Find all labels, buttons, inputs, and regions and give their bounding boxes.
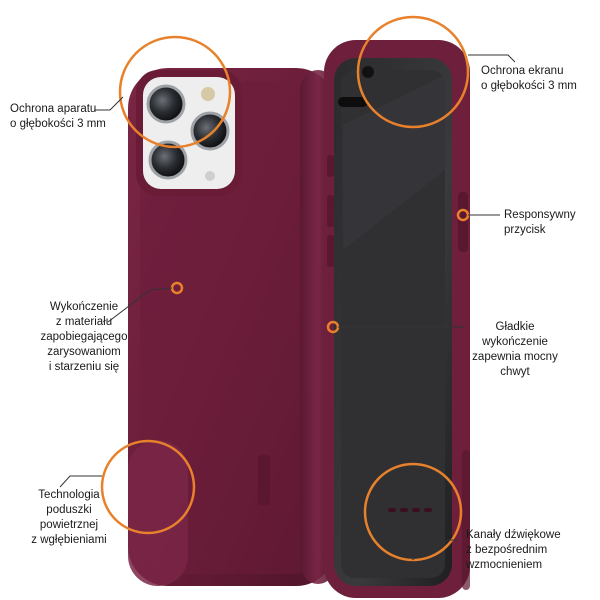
camera-module xyxy=(136,70,242,196)
camera-protection-label: Ochrona aparatu o głębokości 3 mm xyxy=(10,103,106,130)
responsive-button-label: Responsywny przycisk xyxy=(504,209,576,236)
airbag-technology-label: Technologia poduszki powietrznej z wgłęb… xyxy=(31,489,107,546)
camera-callout-circle xyxy=(118,35,232,149)
sound-channels-label: Kanały dźwiękowe z bezpośrednim wzmocnie… xyxy=(466,529,561,571)
screen-protection-label: Ochrona ekranu o głębokości 3 mm xyxy=(481,65,577,92)
smooth-grip-label: Gładkie wykończenie zapewnia mocny chwyt xyxy=(472,321,558,378)
phone-back-view xyxy=(128,68,336,586)
phone-front-view xyxy=(324,40,470,598)
leader-lines xyxy=(59,54,516,561)
airbag-callout-circle xyxy=(100,439,196,535)
scratch-resistant-finish-label: Wykończenie z materiału zapobiegającego … xyxy=(40,301,128,373)
screen-callout-circle xyxy=(356,15,470,129)
